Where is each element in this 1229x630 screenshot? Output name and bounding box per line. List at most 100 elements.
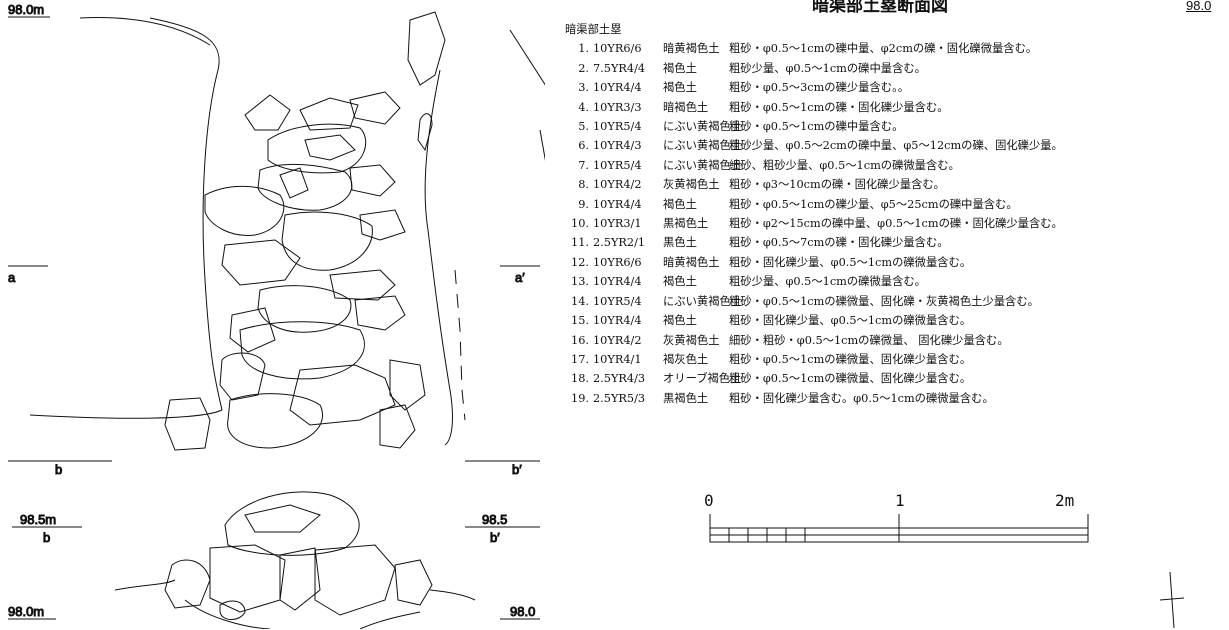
layer-description: 粗砂・φ0.5～1cmの礫・固化礫少量含む。 <box>729 100 949 114</box>
layer-description: 粗砂・φ0.5～1cmの礫微量、固化礫少量含む。 <box>729 372 972 386</box>
layer-color-code: 10YR6/6 <box>593 255 642 269</box>
stone-mass-plan <box>164 11 446 451</box>
section-b-prime-label: b′ <box>512 462 522 477</box>
layer-description: 粗砂・φ0.5～1cmの礫中量、φ2cmの礫・固化礫微量含む。 <box>729 42 1038 56</box>
layer-soil-name: 暗黄褐色土 <box>663 42 720 56</box>
layer-number: 18. <box>571 372 589 386</box>
layer-description: 粗砂・固化礫少量、φ0.5～1cmの礫微量含む。 <box>729 314 972 328</box>
layer-color-code: 10YR5/4 <box>593 120 642 134</box>
layer-color-code: 10YR4/4 <box>593 197 642 211</box>
layer-soil-name: 暗黄褐色土 <box>663 255 720 269</box>
legend-row: 15. 10YR4/4 褐色土 粗砂・固化礫少量、φ0.5～1cmの礫微量含む。 <box>565 311 1225 330</box>
legend-row: 9. 10YR4/4 褐色土 粗砂・φ0.5～1cmの礫少量、φ5～25cmの礫中量含… <box>565 195 1225 214</box>
layer-number: 4. <box>578 100 589 114</box>
layer-color-code: 10YR4/4 <box>593 81 642 95</box>
layer-description: 粗砂・φ0.5～1cmの礫微量、固化礫少量含む。 <box>729 352 972 366</box>
layer-number: 6. <box>578 139 589 153</box>
elev-label-lower-right: 98.5 <box>482 512 507 527</box>
layer-description: 粗砂・固化礫少量含む。φ0.5～1cmの礫微量含む。 <box>729 391 994 405</box>
layer-color-code: 10YR4/2 <box>593 178 642 192</box>
scale-label-0: 0 <box>704 491 714 510</box>
layer-number: 5. <box>578 120 589 134</box>
legend-row: 12. 10YR6/6 暗黄褐色土粗砂・固化礫少量、φ0.5～1cmの礫微量含む。 <box>565 253 1225 272</box>
layer-number: 17. <box>571 352 589 366</box>
section-a-label: a <box>8 270 16 285</box>
layer-color-code: 10YR4/4 <box>593 314 642 328</box>
layer-description: 細砂・粗砂・φ0.5～1cmの礫微量、 固化礫少量含む。 <box>729 333 1009 347</box>
layer-number: 15. <box>571 314 589 328</box>
scale-label-1: 1 <box>895 491 905 510</box>
page-title: 暗渠部土塁断面図 <box>812 0 948 16</box>
layer-soil-name: 褐色土 <box>663 197 697 211</box>
layer-number: 19. <box>571 391 589 405</box>
layer-color-code: 2.5YR2/1 <box>593 236 646 250</box>
layer-number: 12. <box>571 255 589 269</box>
layer-soil-name: にぶい黄褐色土 <box>663 120 743 134</box>
layer-soil-name: 褐色土 <box>663 81 697 95</box>
base-line-section <box>184 599 421 629</box>
layer-soil-name: にぶい黄褐色土 <box>663 139 743 153</box>
layer-color-code: 10YR4/1 <box>593 352 642 366</box>
pit-outline-top <box>79 17 211 46</box>
layer-color-code: 10YR4/3 <box>593 139 642 153</box>
layer-description: 粗砂・φ3～10cmの礫・固化礫少量含む。 <box>729 178 945 192</box>
layer-soil-name: 褐灰色土 <box>663 352 709 366</box>
layer-description: 粗砂・φ2～15cmの礫中量、φ0.5～1cmの礫・固化礫少量含む。 <box>729 217 1063 231</box>
layer-color-code: 2.5YR4/3 <box>593 372 646 386</box>
elev-label-lower-left: 98.5m <box>20 512 56 527</box>
layer-description: 粗砂・φ0.5～1cmの礫中量含む。 <box>729 120 904 134</box>
layer-soil-name: 褐色土 <box>663 314 697 328</box>
layer-description: 粗砂少量、φ0.5～1cmの礫中量含む。 <box>729 61 926 75</box>
layer-color-code: 10YR6/6 <box>593 42 642 56</box>
layer-number: 9. <box>578 197 589 211</box>
layer-color-code: 7.5YR4/4 <box>593 61 646 75</box>
section-a-prime-label: a′ <box>515 270 525 285</box>
layer-color-code: 10YR4/2 <box>593 333 642 347</box>
layer-description: 粗砂・φ0.5～1cmの礫少量、φ5～25cmの礫中量含む。 <box>729 197 1018 211</box>
layer-description: 粗砂・φ0.5～3cmの礫少量含む。。 <box>729 81 910 95</box>
layer-description: 粗砂・φ0.5～7cmの礫・固化礫少量含む。 <box>729 236 949 250</box>
layer-number: 1. <box>578 42 589 56</box>
layer-description: 細砂、粗砂少量、φ0.5～1cmの礫微量含む。 <box>729 158 960 172</box>
layer-soil-name: 黒褐色土 <box>663 217 709 231</box>
layer-soil-name: オリーブ褐色土 <box>663 372 742 386</box>
layer-color-code: 10YR5/4 <box>593 294 642 308</box>
north-arrow-small <box>509 29 545 161</box>
layer-soil-name: 暗褐色土 <box>663 100 709 114</box>
layer-color-code: 10YR5/4 <box>593 158 642 172</box>
layer-number: 2. <box>578 61 589 75</box>
layer-color-code: 10YR3/1 <box>593 217 642 231</box>
legend-row: 5. 10YR5/4 にぶい黄褐色土粗砂・φ0.5～1cmの礫中量含む。 <box>565 117 1225 136</box>
layer-description: 粗砂少量、φ0.5～1cmの礫微量含む。 <box>729 275 926 289</box>
layer-soil-name: 灰黄褐色土 <box>663 333 720 347</box>
legend-row: 18. 2.5YR4/3 オリーブ褐色土粗砂・φ0.5～1cmの礫微量、固化礫少量含… <box>565 369 1225 388</box>
layer-description: 粗砂・φ0.5～1cmの礫微量、固化礫・灰黄褐色土少量含む。 <box>729 294 1039 308</box>
layer-color-code: 10YR4/4 <box>593 275 642 289</box>
layer-description: 粗砂・固化礫少量、φ0.5～1cmの礫微量含む。 <box>729 255 972 269</box>
ground-line-section <box>114 579 476 601</box>
layer-color-code: 10YR3/3 <box>593 100 642 114</box>
pit-outline-left <box>29 17 223 419</box>
plan-section-drawing: 98.0m <box>8 2 545 629</box>
stone-mass-section <box>164 491 433 620</box>
layer-number: 10. <box>571 217 589 231</box>
legend-row: 1. 10YR6/6 暗黄褐色土粗砂・φ0.5～1cmの礫中量、φ2cmの礫・固化礫… <box>565 39 1225 58</box>
elev-label-bottom-right: 98.0 <box>510 604 535 619</box>
scale-label-2m: 2m <box>1055 491 1074 510</box>
legend-heading: 暗渠部土塁 <box>565 23 622 36</box>
dashed-line-right <box>454 269 466 421</box>
corner-elevation-label: 98.0 <box>1186 0 1212 13</box>
layer-color-code: 2.5YR5/3 <box>593 391 646 405</box>
section-b-label: b <box>55 462 62 477</box>
layer-description: 粗砂少量、φ0.5～2cmの礫中量、φ5～12cmの礫、固化礫少量。 <box>729 139 1063 153</box>
layer-soil-name: 褐色土 <box>663 61 697 75</box>
layer-number: 7. <box>578 158 589 172</box>
elev-label-bottom-left: 98.0m <box>8 604 44 619</box>
legend-row: 4. 10YR3/3 暗褐色土 粗砂・φ0.5～1cmの礫・固化礫少量含む。 <box>565 98 1225 117</box>
legend-row: 17. 10YR4/1 褐灰色土 粗砂・φ0.5～1cmの礫微量、固化礫少量含む。 <box>565 350 1225 369</box>
